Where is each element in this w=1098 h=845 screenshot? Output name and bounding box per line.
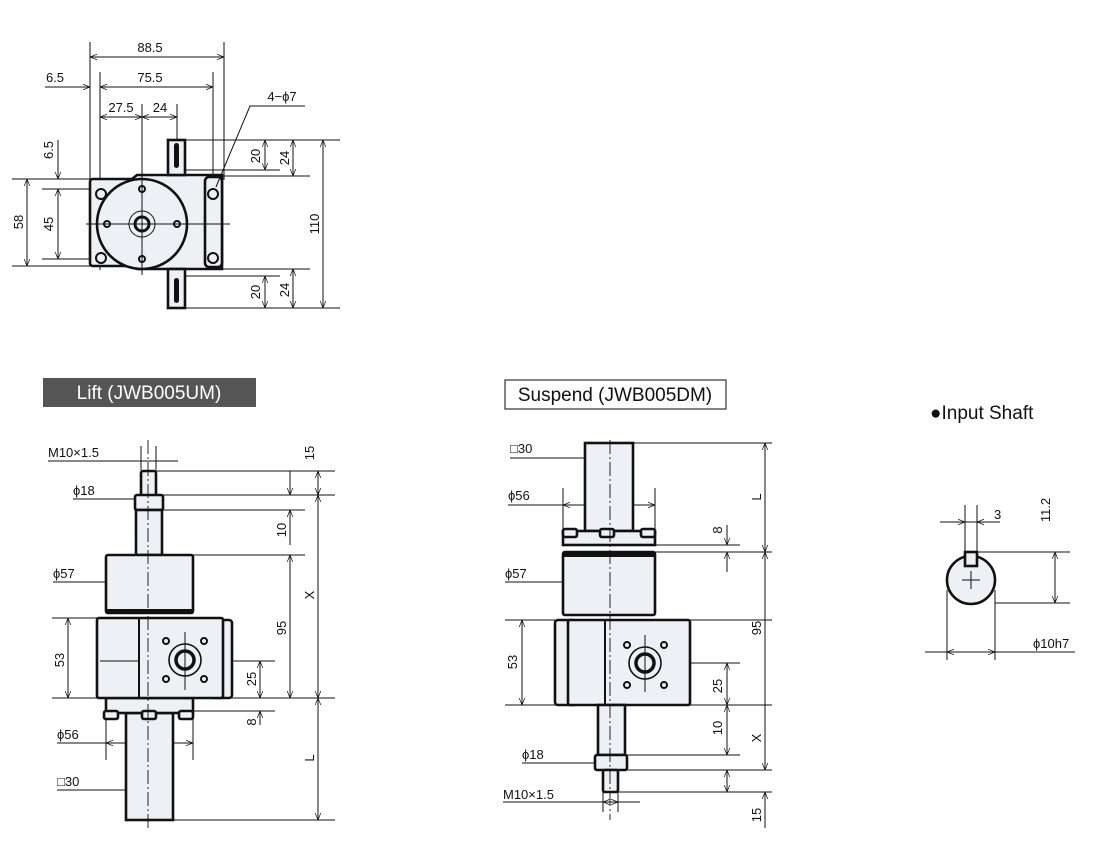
suspend-view: Suspend (JWB005DM) xyxy=(503,379,772,828)
suspend-dim-plate-dia: ϕ56 xyxy=(508,488,530,503)
input-dim-key-width: 3 xyxy=(994,507,1001,522)
lift-dim-center-25: 25 xyxy=(244,672,259,686)
dim-shaft-top-24: 24 xyxy=(277,151,292,165)
lift-title: Lift (JWB005UM) xyxy=(77,383,222,404)
lift-dim-thread: M10×1.5 xyxy=(48,445,99,460)
dim-overall-width: 88.5 xyxy=(137,40,162,55)
dim-edge-offset-v: 6.5 xyxy=(41,141,56,159)
lift-dim-nut-10: 10 xyxy=(274,523,289,537)
suspend-dim-tube-sq: □30 xyxy=(510,441,532,456)
lift-dim-length: L xyxy=(302,754,317,761)
suspend-dim-nut-dia: ϕ18 xyxy=(522,747,544,762)
dim-hole-pitch-y: 45 xyxy=(41,217,56,231)
suspend-dim-stroke: X xyxy=(749,733,764,742)
suspend-title: Suspend (JWB005DM) xyxy=(518,385,712,406)
suspend-dim-length: L xyxy=(749,493,764,500)
input-shaft-view: ●Input Shaft 3 11.2 ϕ10h7 xyxy=(925,403,1075,660)
dim-holes: 4−ϕ7 xyxy=(267,89,296,104)
lift-dim-nut-dia: ϕ18 xyxy=(73,483,95,498)
dim-overall-length: 110 xyxy=(307,214,322,235)
input-dim-key-height: 11.2 xyxy=(1038,498,1053,522)
suspend-dim-thread: M10×1.5 xyxy=(503,787,554,802)
suspend-dim-center-25: 25 xyxy=(710,679,725,693)
dim-shaft-bot-20: 20 xyxy=(248,285,263,299)
lift-dim-stroke: X xyxy=(302,590,317,599)
top-view: 88.5 75.5 6.5 27.5 24 4−ϕ7 6.5 58 45 20 … xyxy=(11,40,340,310)
lift-view: Lift (JWB005UM) xyxy=(43,378,335,828)
suspend-dim-body-dia: ϕ57 xyxy=(505,566,527,581)
lift-dim-body-dia: ϕ57 xyxy=(53,566,75,581)
dim-center-to-face: 27.5 xyxy=(108,100,133,115)
lift-title-box xyxy=(43,378,256,407)
lift-dim-housing-53: 53 xyxy=(52,653,67,667)
lift-dim-height-95: 95 xyxy=(274,621,289,635)
suspend-dim-bottom-15: 15 xyxy=(749,808,764,822)
dim-height: 58 xyxy=(11,215,26,229)
lift-dim-plate-8: 8 xyxy=(244,718,259,725)
suspend-dim-plate-8: 8 xyxy=(710,526,725,533)
input-shaft-title: ●Input Shaft xyxy=(930,403,1034,424)
lift-dim-plate-dia: ϕ56 xyxy=(57,727,79,742)
dim-edge-offset: 6.5 xyxy=(46,70,64,85)
dim-shaft-top-20: 20 xyxy=(248,149,263,163)
lift-dim-tube-sq: □30 xyxy=(57,774,79,789)
suspend-dim-height-95: 95 xyxy=(749,621,764,635)
suspend-title-box xyxy=(504,379,727,410)
dim-face-to-shaft: 24 xyxy=(153,100,167,115)
dim-hole-pitch-x: 75.5 xyxy=(137,70,162,85)
lift-dim-top-15: 15 xyxy=(302,446,317,460)
suspend-dim-nut-10: 10 xyxy=(710,721,725,735)
suspend-dim-housing-53: 53 xyxy=(505,655,520,669)
dim-shaft-bot-24: 24 xyxy=(277,283,292,297)
input-dim-shaft-dia: ϕ10h7 xyxy=(1033,636,1069,651)
